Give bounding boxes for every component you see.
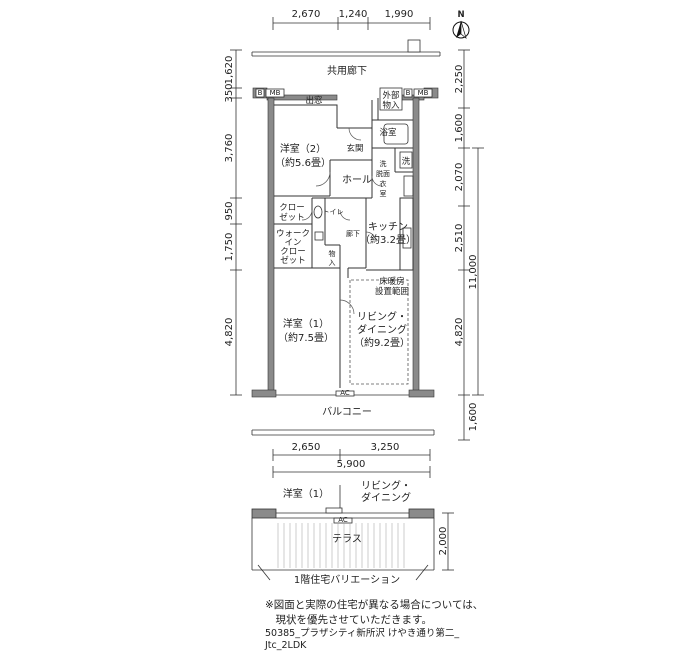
balcony-label: バルコニー [322,406,372,418]
variation-plan [251,485,435,581]
mb-left-label: MB [270,89,281,97]
dim-left-6: 4,820 [224,318,235,347]
dim-right-6: 1,600 [468,403,479,432]
room1-size: （約7.5畳） [278,331,334,344]
terrace-label: テラス [332,533,362,545]
b-right-label: B [406,89,411,97]
washer-label: 洗 [402,156,411,167]
dim-left-1: 1,620 [224,56,235,85]
floor-heating-label-1: 床暖房 [379,276,405,287]
dim-top-1: 2,670 [292,9,321,20]
dim-right-3: 2,070 [454,163,465,192]
bathtub-icon [383,123,409,145]
dressing-label-1: 洗 [380,159,387,168]
dim-bottom-1: 2,650 [292,442,321,453]
living-label-1: リビング・ [357,310,407,323]
floor-heating-boundary [349,279,409,385]
fixtures [313,123,414,249]
toilet-sink-icon [314,231,324,241]
entrance-label: 玄関 [346,143,363,154]
dim-top-lines [272,17,431,30]
room2-label: 洋室（2） [280,142,326,155]
door-swings [301,127,383,315]
disclaimer-line-1: ※図面と実際の住宅が異なる場合については、 [265,599,484,611]
common-corridor-label: 共用廊下 [327,64,367,77]
north-label: N [457,10,464,20]
dim-left-4: 950 [224,201,235,220]
variation-ac-label: AC [338,516,348,524]
common-corridor [251,39,441,57]
external-storage-label-1: 外部 [382,90,400,101]
closet-label-2: ゼット [279,212,305,223]
dim-top-2: 1,240 [339,9,368,20]
dim-terrace: 2,000 [438,527,449,556]
variation-living-label-1: リビング・ [361,479,411,492]
room1-label: 洋室（1） [283,317,329,330]
balcony-structure [251,390,435,436]
dressing-label-3: 衣 [380,179,387,188]
wic-label-1: ウォーク [276,229,310,239]
sink-icon [403,175,414,197]
dim-right-total: 11,000 [468,255,479,290]
closet-label-1: クロー [279,203,305,213]
variation-title: 1階住宅バリエーション [294,573,400,586]
dim-terrace-lines [442,512,454,571]
living-size: （約9.2畳） [354,336,410,349]
dim-bottom-lines [272,449,431,478]
mb-boxes [255,87,433,111]
inner-corridor-label: 廊下 [346,229,360,238]
north-arrow-icon: N [452,10,470,39]
stove-icon [402,227,412,249]
floor-heating-label-2: 設置範囲 [375,286,409,297]
dim-left-2: 350 [224,83,235,102]
storage-label-1: 物 [329,249,336,258]
dim-bottom-2: 3,250 [371,442,400,453]
kitchen-label: キッチン [368,221,408,233]
dim-bottom-total: 5,900 [337,459,366,470]
external-storage-label-2: 物入 [382,100,400,111]
dim-right-1: 2,250 [454,65,465,94]
living-label-2: ダイニング [357,323,407,336]
property-type: Jtc_2LDK [265,640,307,651]
dim-left-5: 1,750 [224,233,235,262]
variation-room1-label: 洋室（1） [283,487,329,500]
dim-left-3: 3,760 [224,134,235,163]
bay-window-label: 出窓 [305,95,323,106]
mb-right-label: MB [418,89,429,97]
dressing-label-4: 室 [380,189,387,198]
property-name: 50385_プラザシティ新所沢 けやき通り第二_ [265,628,460,639]
washing-machine-icon [399,151,413,169]
dim-left-lines [230,49,242,396]
variation-living-label-2: ダイニング [361,491,411,504]
toilet-label: トイレ [323,208,344,216]
terrace-hatching [277,523,405,568]
b-left-label: B [258,89,263,97]
kitchen-size: （約3.2畳） [360,233,416,246]
room2-size: （約5.6畳） [275,156,331,169]
hall-label: ホール [342,174,372,186]
wic-label-2: イン [284,238,301,248]
ac-label: AC [340,389,350,397]
wic-label-4: ゼット [280,255,306,266]
interior-walls [274,98,414,388]
wic-label-3: クロー [280,247,306,257]
disclaimer-line-2: 現状を優先させていただきます。 [265,614,432,626]
toilet-icon [313,205,323,219]
storage-label-2: 入 [329,259,336,267]
bath-label: 浴室 [379,127,397,138]
dim-right-2: 1,600 [454,114,465,143]
dim-right-5: 4,820 [454,318,465,347]
dim-right-lines [458,49,484,441]
dim-right-4: 2,510 [454,224,465,253]
dim-top-3: 1,990 [385,9,414,20]
dressing-label-2: 脱面 [376,169,390,178]
